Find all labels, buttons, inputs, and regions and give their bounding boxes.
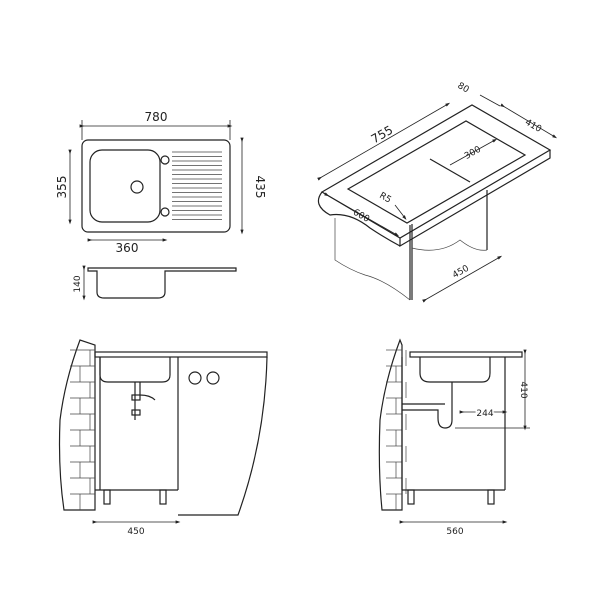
dim-height: 410 <box>518 381 528 398</box>
plan-view: 780 355 435 360 <box>55 110 267 255</box>
dim-width: 780 <box>145 110 168 124</box>
dim-drainer: 300 <box>463 145 483 162</box>
dim-length: 755 <box>369 123 396 147</box>
dim-back-margin: 80 <box>456 81 471 96</box>
drain-hole-icon <box>130 180 144 194</box>
dim-iso-depth: 410 <box>523 118 543 135</box>
front-elevation: 450 <box>58 339 268 537</box>
dim-cabinet-width: 450 <box>451 264 471 281</box>
dim-front-cabinet-width: 450 <box>127 527 144 537</box>
dim-trap-offset: 244 <box>476 409 493 419</box>
isometric-view: 755 80 410 300 R5 600 450 <box>317 81 558 303</box>
dim-bowl-depth: 355 <box>55 176 69 199</box>
tap-hole-icon <box>160 155 170 165</box>
dim-side-cabinet-depth: 560 <box>446 527 463 537</box>
dim-bowl-width: 360 <box>116 241 139 255</box>
side-elevation: 410 244 560 <box>378 338 530 537</box>
profile-view: 140 <box>73 265 237 301</box>
dim-radius: R5 <box>377 191 392 206</box>
dim-bowl-height: 140 <box>73 275 83 292</box>
dim-depth: 435 <box>253 176 267 199</box>
